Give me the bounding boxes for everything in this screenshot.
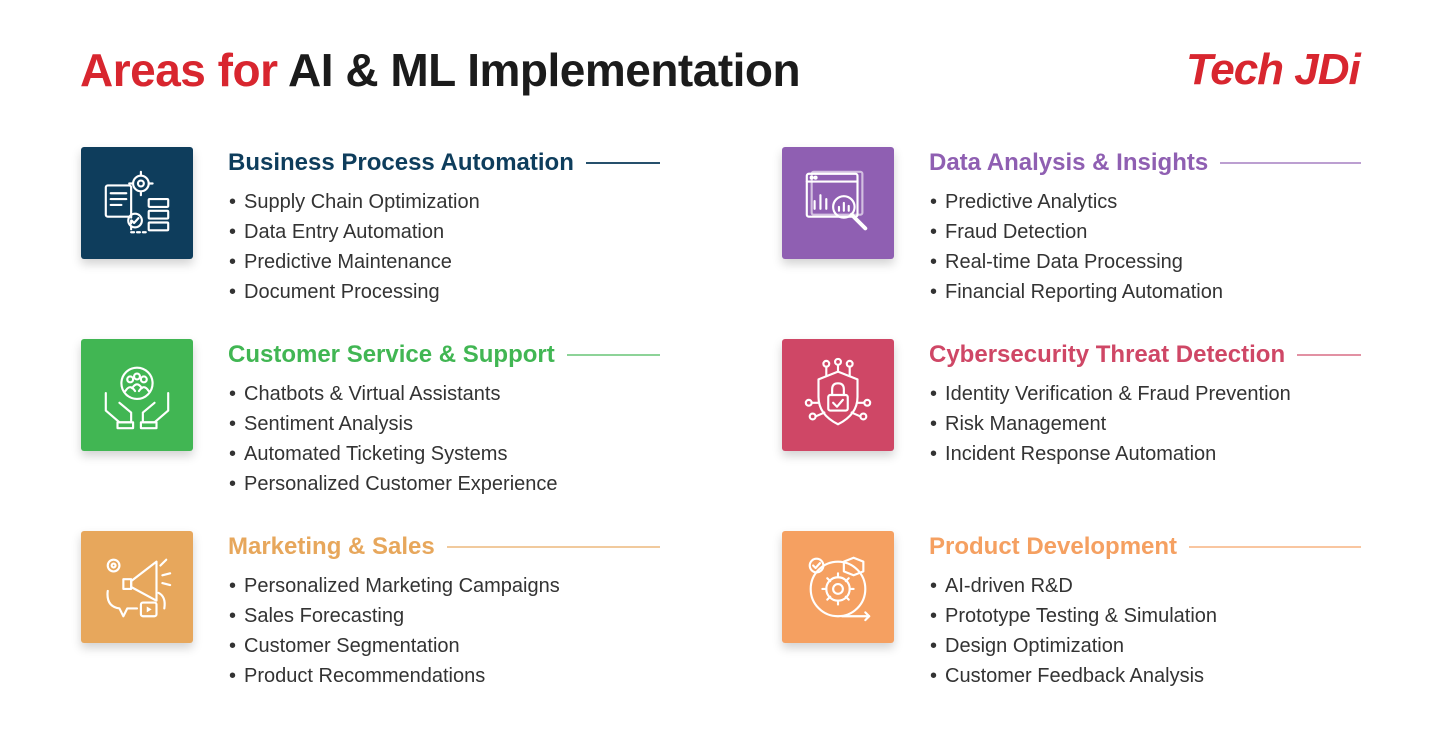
list-item: Identity Verification & Fraud Prevention	[929, 379, 1291, 409]
list-item: Chatbots & Virtual Assistants	[228, 379, 558, 409]
card-cybersecurity: Cybersecurity Threat Detection Identity …	[782, 339, 1382, 509]
list-item: Incident Response Automation	[929, 439, 1291, 469]
tile-marketing-sales	[81, 531, 193, 643]
item-list: Personalized Marketing Campaigns Sales F…	[228, 571, 560, 691]
workflow-automation-icon	[104, 170, 170, 234]
section-title: Product Development	[929, 533, 1178, 560]
item-list: Identity Verification & Fraud Prevention…	[929, 379, 1291, 469]
section-title: Customer Service & Support	[228, 341, 555, 368]
list-item: Customer Segmentation	[228, 631, 560, 661]
list-item: AI-driven R&D	[929, 571, 1217, 601]
list-item: Prototype Testing & Simulation	[929, 601, 1217, 631]
card-header: Marketing & Sales	[228, 531, 660, 563]
megaphone-icon	[106, 558, 172, 618]
tile-product-development	[782, 531, 894, 643]
tile-data-analysis	[782, 147, 894, 259]
card-header: Product Development	[929, 531, 1361, 563]
list-item: Predictive Maintenance	[228, 247, 480, 277]
list-item: Automated Ticketing Systems	[228, 439, 558, 469]
title-rule	[585, 162, 660, 164]
title-rule	[1297, 354, 1361, 356]
list-item: Real-time Data Processing	[929, 247, 1223, 277]
title-accent: Areas for	[80, 44, 278, 96]
list-item: Sentiment Analysis	[228, 409, 558, 439]
tile-business-process-automation	[81, 147, 193, 259]
gear-cycle-icon	[808, 556, 871, 622]
section-title: Marketing & Sales	[228, 533, 435, 560]
title-rest: AI & ML Implementation	[288, 44, 801, 96]
item-list: AI-driven R&D Prototype Testing & Simula…	[929, 571, 1217, 691]
tile-customer-service	[81, 339, 193, 451]
section-title: Cybersecurity Threat Detection	[929, 341, 1286, 368]
item-list: Predictive Analytics Fraud Detection Rea…	[929, 187, 1223, 307]
shield-lock-icon	[804, 357, 872, 426]
tile-cybersecurity	[782, 339, 894, 451]
title-rule	[566, 354, 660, 356]
title-rule	[446, 546, 660, 548]
list-item: Customer Feedback Analysis	[929, 661, 1217, 691]
card-marketing-sales: Marketing & Sales Personalized Marketing…	[81, 531, 681, 701]
list-item: Risk Management	[929, 409, 1291, 439]
section-title: Data Analysis & Insights	[929, 149, 1209, 176]
card-header: Cybersecurity Threat Detection	[929, 339, 1361, 371]
list-item: Design Optimization	[929, 631, 1217, 661]
customer-care-hands-icon	[104, 366, 170, 430]
list-item: Personalized Marketing Campaigns	[228, 571, 560, 601]
card-data-analysis: Data Analysis & Insights Predictive Anal…	[782, 147, 1382, 317]
list-item: Financial Reporting Automation	[929, 277, 1223, 307]
item-list: Chatbots & Virtual Assistants Sentiment …	[228, 379, 558, 499]
list-item: Document Processing	[228, 277, 480, 307]
list-item: Personalized Customer Experience	[228, 469, 558, 499]
card-header: Data Analysis & Insights	[929, 147, 1361, 179]
card-business-process-automation: Business Process Automation Supply Chain…	[81, 147, 681, 317]
list-item: Supply Chain Optimization	[228, 187, 480, 217]
brand-logo: Tech JDi	[1186, 45, 1361, 94]
title-rule	[1189, 546, 1361, 548]
title-rule	[1220, 162, 1361, 164]
item-list: Supply Chain Optimization Data Entry Aut…	[228, 187, 480, 307]
card-product-development: Product Development AI-driven R&D Protot…	[782, 531, 1382, 701]
list-item: Fraud Detection	[929, 217, 1223, 247]
card-header: Customer Service & Support	[228, 339, 660, 371]
page-title: Areas for AI & ML Implementation	[80, 40, 801, 100]
card-customer-service: Customer Service & Support Chatbots & Vi…	[81, 339, 681, 509]
list-item: Product Recommendations	[228, 661, 560, 691]
analytics-magnifier-icon	[805, 170, 868, 231]
list-item: Predictive Analytics	[929, 187, 1223, 217]
section-title: Business Process Automation	[228, 149, 574, 176]
list-item: Data Entry Automation	[228, 217, 480, 247]
list-item: Sales Forecasting	[228, 601, 560, 631]
card-header: Business Process Automation	[228, 147, 660, 179]
